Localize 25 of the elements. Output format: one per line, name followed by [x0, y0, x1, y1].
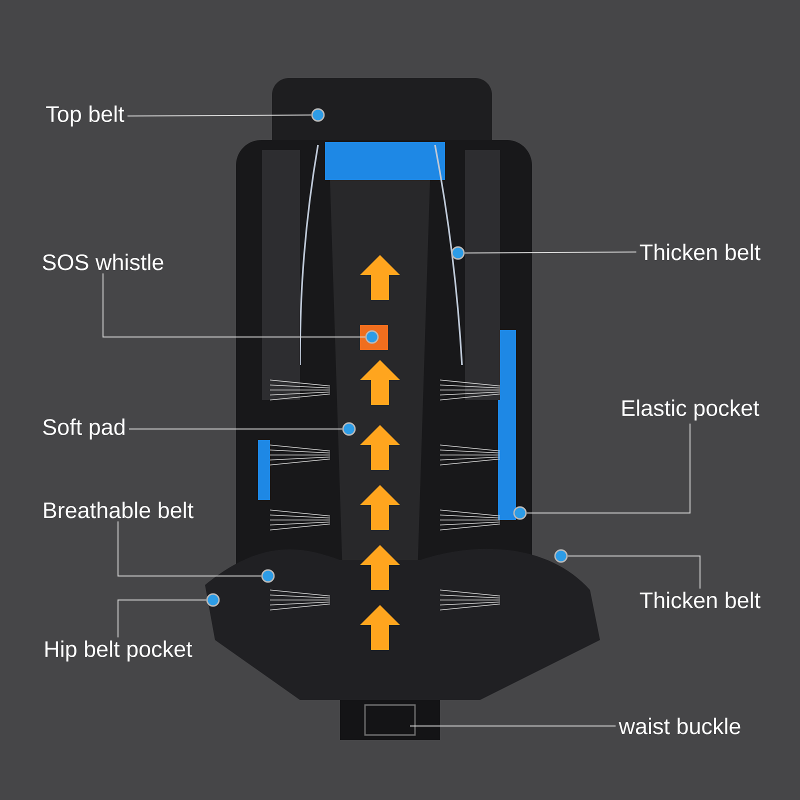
leader-line [526, 423, 690, 514]
callout-label: Soft pad [43, 418, 124, 440]
leader-line [464, 252, 637, 254]
callout-dot [311, 108, 325, 122]
leader-line [127, 114, 312, 116]
leader-line [102, 272, 366, 338]
callout-dot [554, 549, 568, 563]
callout-dot [513, 506, 527, 520]
callout-label: waist buckle [618, 718, 740, 734]
callout-dot [365, 330, 379, 344]
callout-label: SOS whistle [42, 254, 164, 270]
callout-dot [451, 246, 465, 260]
leader-line [118, 600, 207, 638]
callout-dot [206, 593, 220, 607]
leader-line [128, 428, 343, 430]
callout-label: Breathable belt [44, 502, 194, 518]
callout-label: Top belt [46, 106, 124, 126]
callout-label: Hip belt pocket [45, 640, 192, 662]
callout-dot [261, 569, 275, 583]
callout-dot [342, 422, 356, 436]
leader-line [118, 520, 262, 576]
leader-line [567, 556, 700, 590]
callout-label: Thicken belt [640, 592, 760, 608]
callout-label: Elastic pocket [622, 400, 760, 420]
callout-label: Thicken belt [640, 244, 760, 260]
